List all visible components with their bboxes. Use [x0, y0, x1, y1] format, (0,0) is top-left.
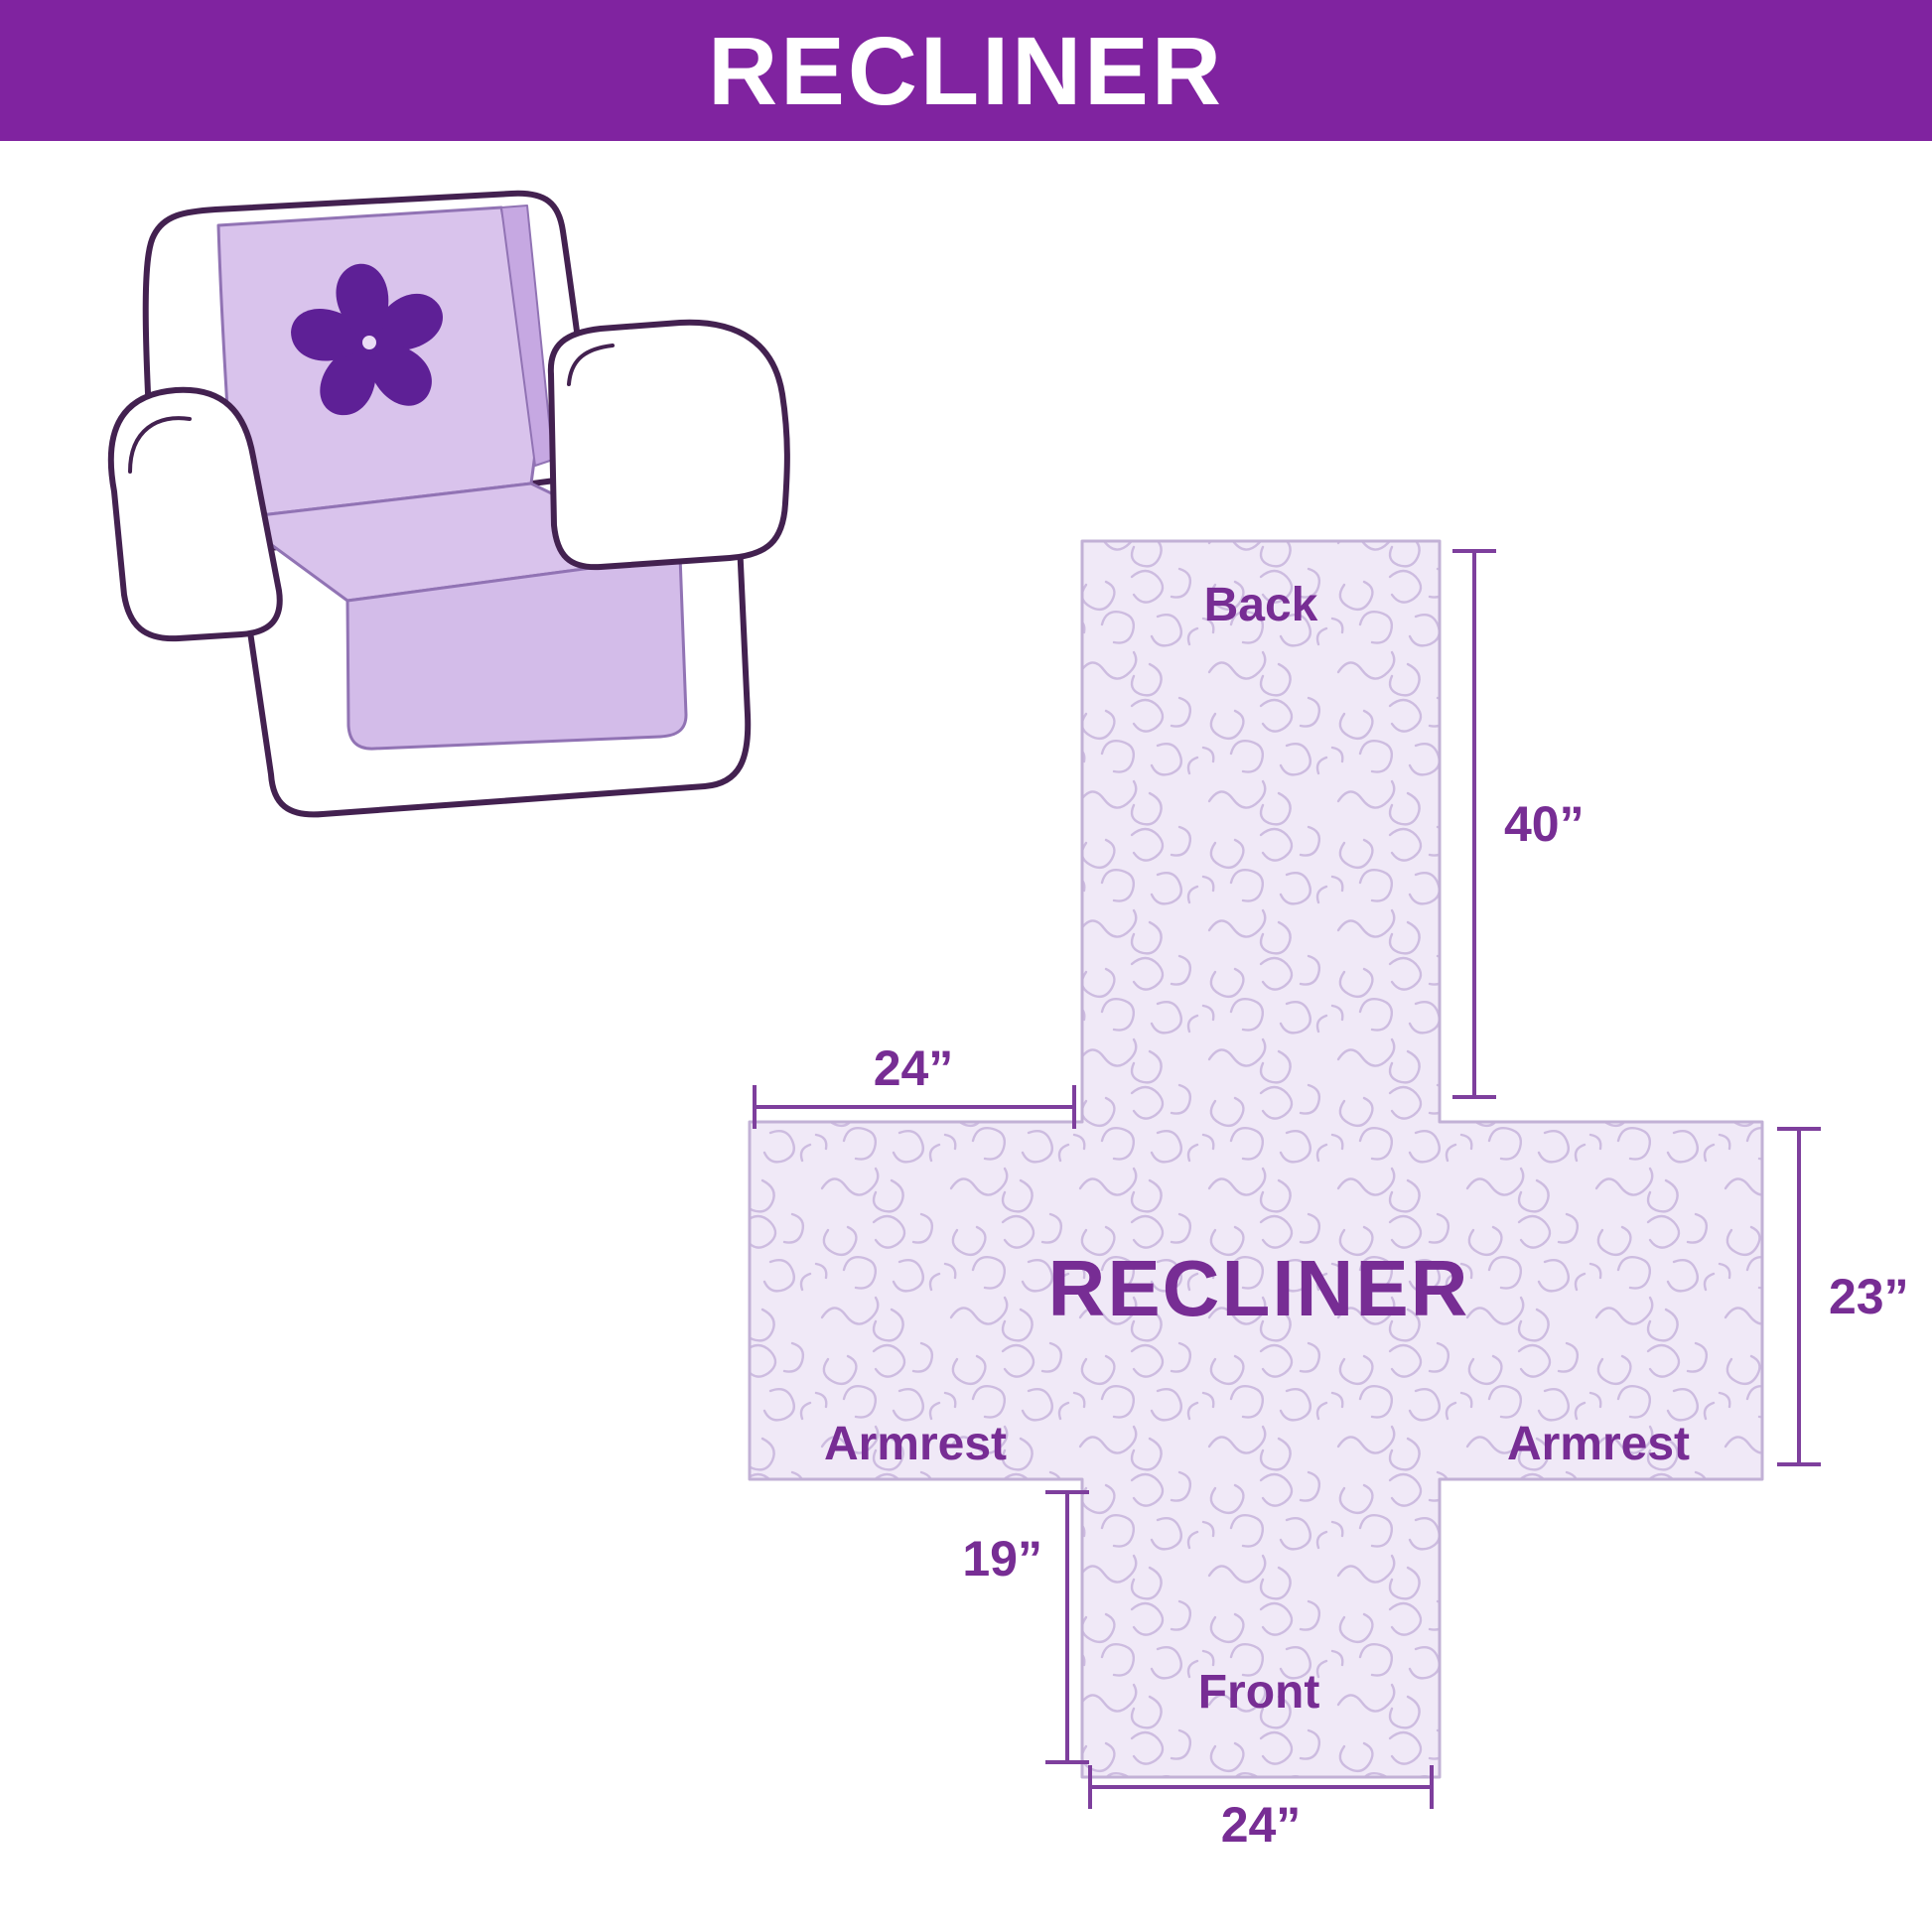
cover-dimension-diagram: Back RECLINER Armrest Armrest Front 40” …	[748, 539, 1909, 1853]
chair-left-arm	[107, 386, 283, 642]
pinwheel-icon	[291, 263, 443, 416]
cover-front-skirt	[345, 554, 688, 751]
page-title: RECLINER	[708, 16, 1224, 125]
dimension-line-top-width	[753, 1085, 1076, 1129]
dimension-line-front-width	[1088, 1765, 1434, 1809]
dimension-line-armrest-height	[1777, 1127, 1821, 1466]
cover-cross-shape	[748, 539, 1764, 1779]
chair-right-arm-roll-line	[567, 344, 615, 386]
dimension-top-width: 24”	[874, 1040, 954, 1096]
dimension-front-width: 24”	[1221, 1797, 1302, 1853]
front-section-label: Front	[1198, 1666, 1320, 1719]
dimension-line-front-height	[1045, 1490, 1089, 1764]
header-banner: RECLINER	[0, 0, 1932, 141]
back-section-label: Back	[1204, 579, 1318, 631]
armrest-right-label: Armrest	[1507, 1418, 1690, 1470]
armrest-left-label: Armrest	[824, 1418, 1007, 1470]
diagram-center-label: RECLINER	[1048, 1244, 1470, 1332]
chair-left-arm-roll-line	[128, 416, 192, 474]
dimension-line-back-height	[1452, 549, 1496, 1099]
chair-right-arm	[547, 319, 790, 571]
recliner-chair-illustration	[107, 190, 790, 818]
dimension-front-height: 19”	[962, 1531, 1042, 1587]
dimension-armrest-height: 23”	[1829, 1269, 1909, 1324]
dimension-back-height: 40”	[1504, 796, 1585, 852]
